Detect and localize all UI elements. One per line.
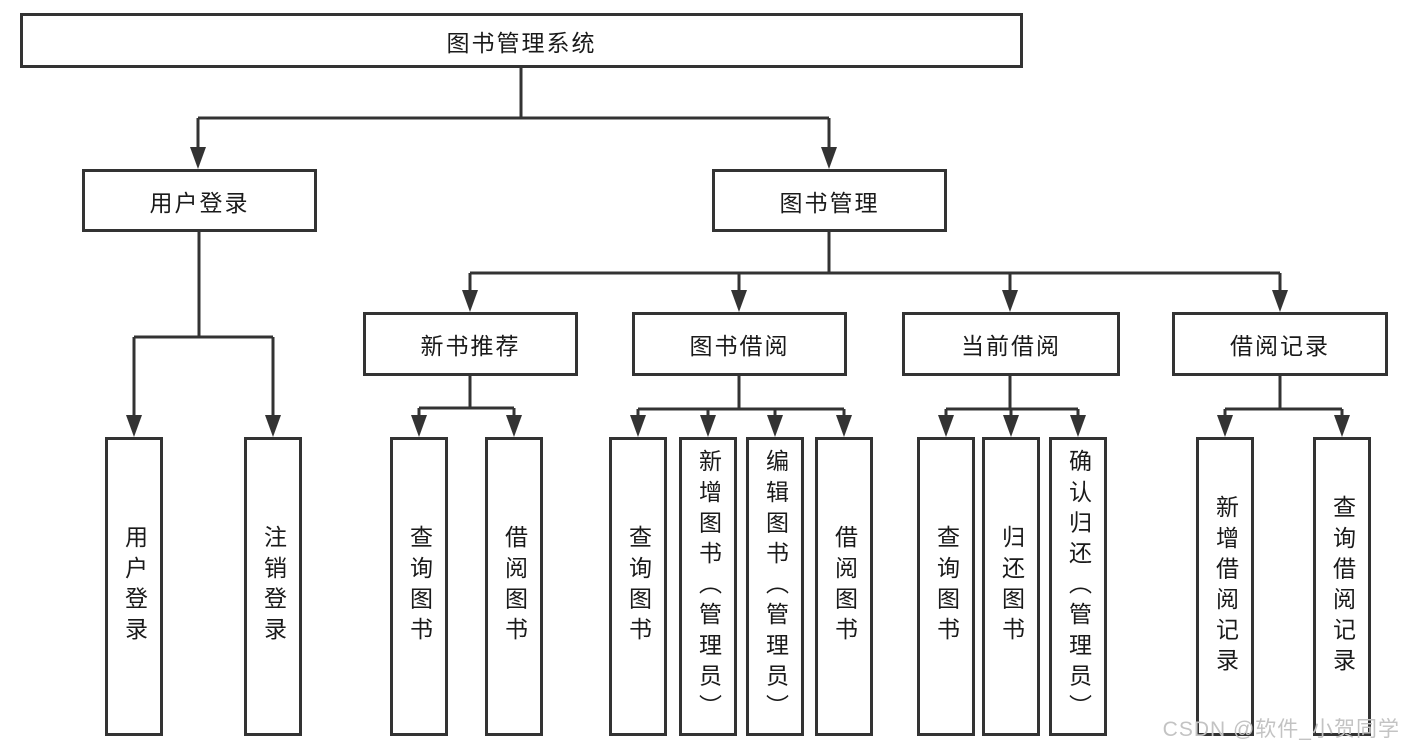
leaf-edit-books-admin-label: 编辑图书（管理员） (762, 448, 789, 725)
leaf-return-books: 归还图书 (982, 437, 1040, 736)
node-borrowing-records: 借阅记录 (1172, 312, 1388, 376)
leaf-query-borrow-record-label: 查询借阅记录 (1329, 494, 1356, 679)
leaf-logout-login-label: 注销登录 (260, 525, 287, 648)
node-current-borrowing-label: 当前借阅 (961, 333, 1061, 359)
leaf-add-books-admin-label: 新增图书（管理员） (695, 448, 722, 725)
node-new-book-recommend: 新书推荐 (363, 312, 578, 376)
node-book-management-label: 图书管理 (779, 189, 880, 216)
leaf-confirm-return-admin: 确认归还（管理员） (1049, 437, 1107, 736)
leaf-add-books-admin: 新增图书（管理员） (679, 437, 737, 736)
node-library-system: 图书管理系统 (20, 13, 1023, 68)
leaf-query-borrow-record: 查询借阅记录 (1313, 437, 1371, 736)
leaf-query-books-newrec-label: 查询图书 (406, 525, 433, 648)
node-new-book-recommend-label: 新书推荐 (420, 333, 521, 359)
csdn-watermark: CSDN @软件_小贺同学 (1162, 718, 1400, 741)
leaf-query-books-newrec: 查询图书 (390, 437, 448, 736)
node-book-borrowing-label: 图书借阅 (689, 333, 790, 359)
node-library-system-label: 图书管理系统 (446, 29, 597, 56)
node-current-borrowing: 当前借阅 (902, 312, 1120, 376)
leaf-edit-books-admin: 编辑图书（管理员） (746, 437, 804, 736)
leaf-return-books-label: 归还图书 (998, 525, 1025, 648)
leaf-query-books-current: 查询图书 (917, 437, 975, 736)
leaf-add-borrow-record-label: 新增借阅记录 (1212, 494, 1239, 679)
connector-stems (132, 68, 1344, 418)
leaf-confirm-return-admin-label: 确认归还（管理员） (1065, 448, 1092, 725)
leaf-query-books-borrowing-label: 查询图书 (625, 525, 652, 648)
node-book-management: 图书管理 (712, 169, 947, 232)
leaf-user-login-label: 用户登录 (121, 525, 148, 648)
node-borrowing-records-label: 借阅记录 (1230, 333, 1330, 359)
leaf-borrow-books-newrec: 借阅图书 (485, 437, 543, 736)
leaf-logout-login: 注销登录 (244, 437, 302, 736)
leaf-query-books-current-label: 查询图书 (933, 525, 960, 648)
leaf-user-login: 用户登录 (105, 437, 163, 736)
leaf-query-books-borrowing: 查询图书 (609, 437, 667, 736)
connector-arrowheads (126, 147, 1350, 437)
leaf-add-borrow-record: 新增借阅记录 (1196, 437, 1254, 736)
node-book-borrowing: 图书借阅 (632, 312, 847, 376)
leaf-borrow-books-borrowing: 借阅图书 (815, 437, 873, 736)
node-user-login-label: 用户登录 (149, 189, 250, 216)
leaf-borrow-books-borrowing-label: 借阅图书 (831, 525, 858, 648)
leaf-borrow-books-newrec-label: 借阅图书 (501, 525, 528, 648)
node-user-login: 用户登录 (82, 169, 317, 232)
